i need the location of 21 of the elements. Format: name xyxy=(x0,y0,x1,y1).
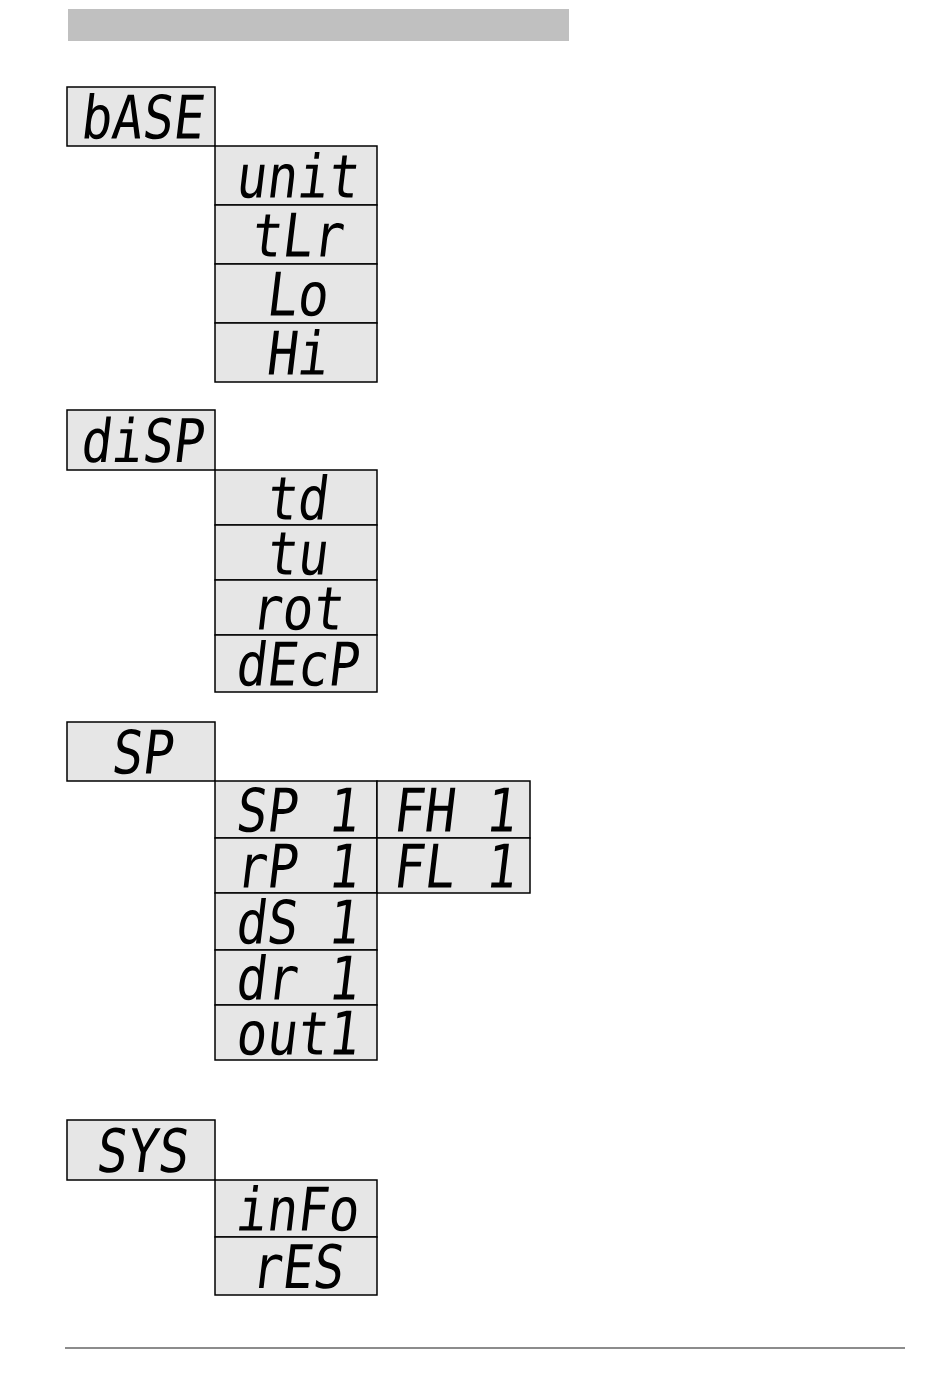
display-box: Hi xyxy=(214,322,378,383)
display-box: dEcP xyxy=(214,634,378,693)
display-box: rot xyxy=(214,579,378,636)
display-box: FH 1 xyxy=(376,780,531,839)
display-box: td xyxy=(214,469,378,526)
display-box: tu xyxy=(214,524,378,581)
display-box: unit xyxy=(214,145,378,206)
display-box: SYS xyxy=(66,1119,216,1181)
display-box: out1 xyxy=(214,1004,378,1061)
display-box: dr 1 xyxy=(214,949,378,1006)
display-box: SP 1 xyxy=(214,780,378,839)
display-box: SP xyxy=(66,721,216,782)
display-box: tLr xyxy=(214,204,378,265)
display-box: diSP xyxy=(66,409,216,471)
display-box: rP 1 xyxy=(214,837,378,894)
display-box: rES xyxy=(214,1236,378,1296)
display-box: bASE xyxy=(66,86,216,147)
display-box: inFo xyxy=(214,1179,378,1238)
display-box: Lo xyxy=(214,263,378,324)
display-box: FL 1 xyxy=(376,837,531,894)
display-box: dS 1 xyxy=(214,892,378,951)
